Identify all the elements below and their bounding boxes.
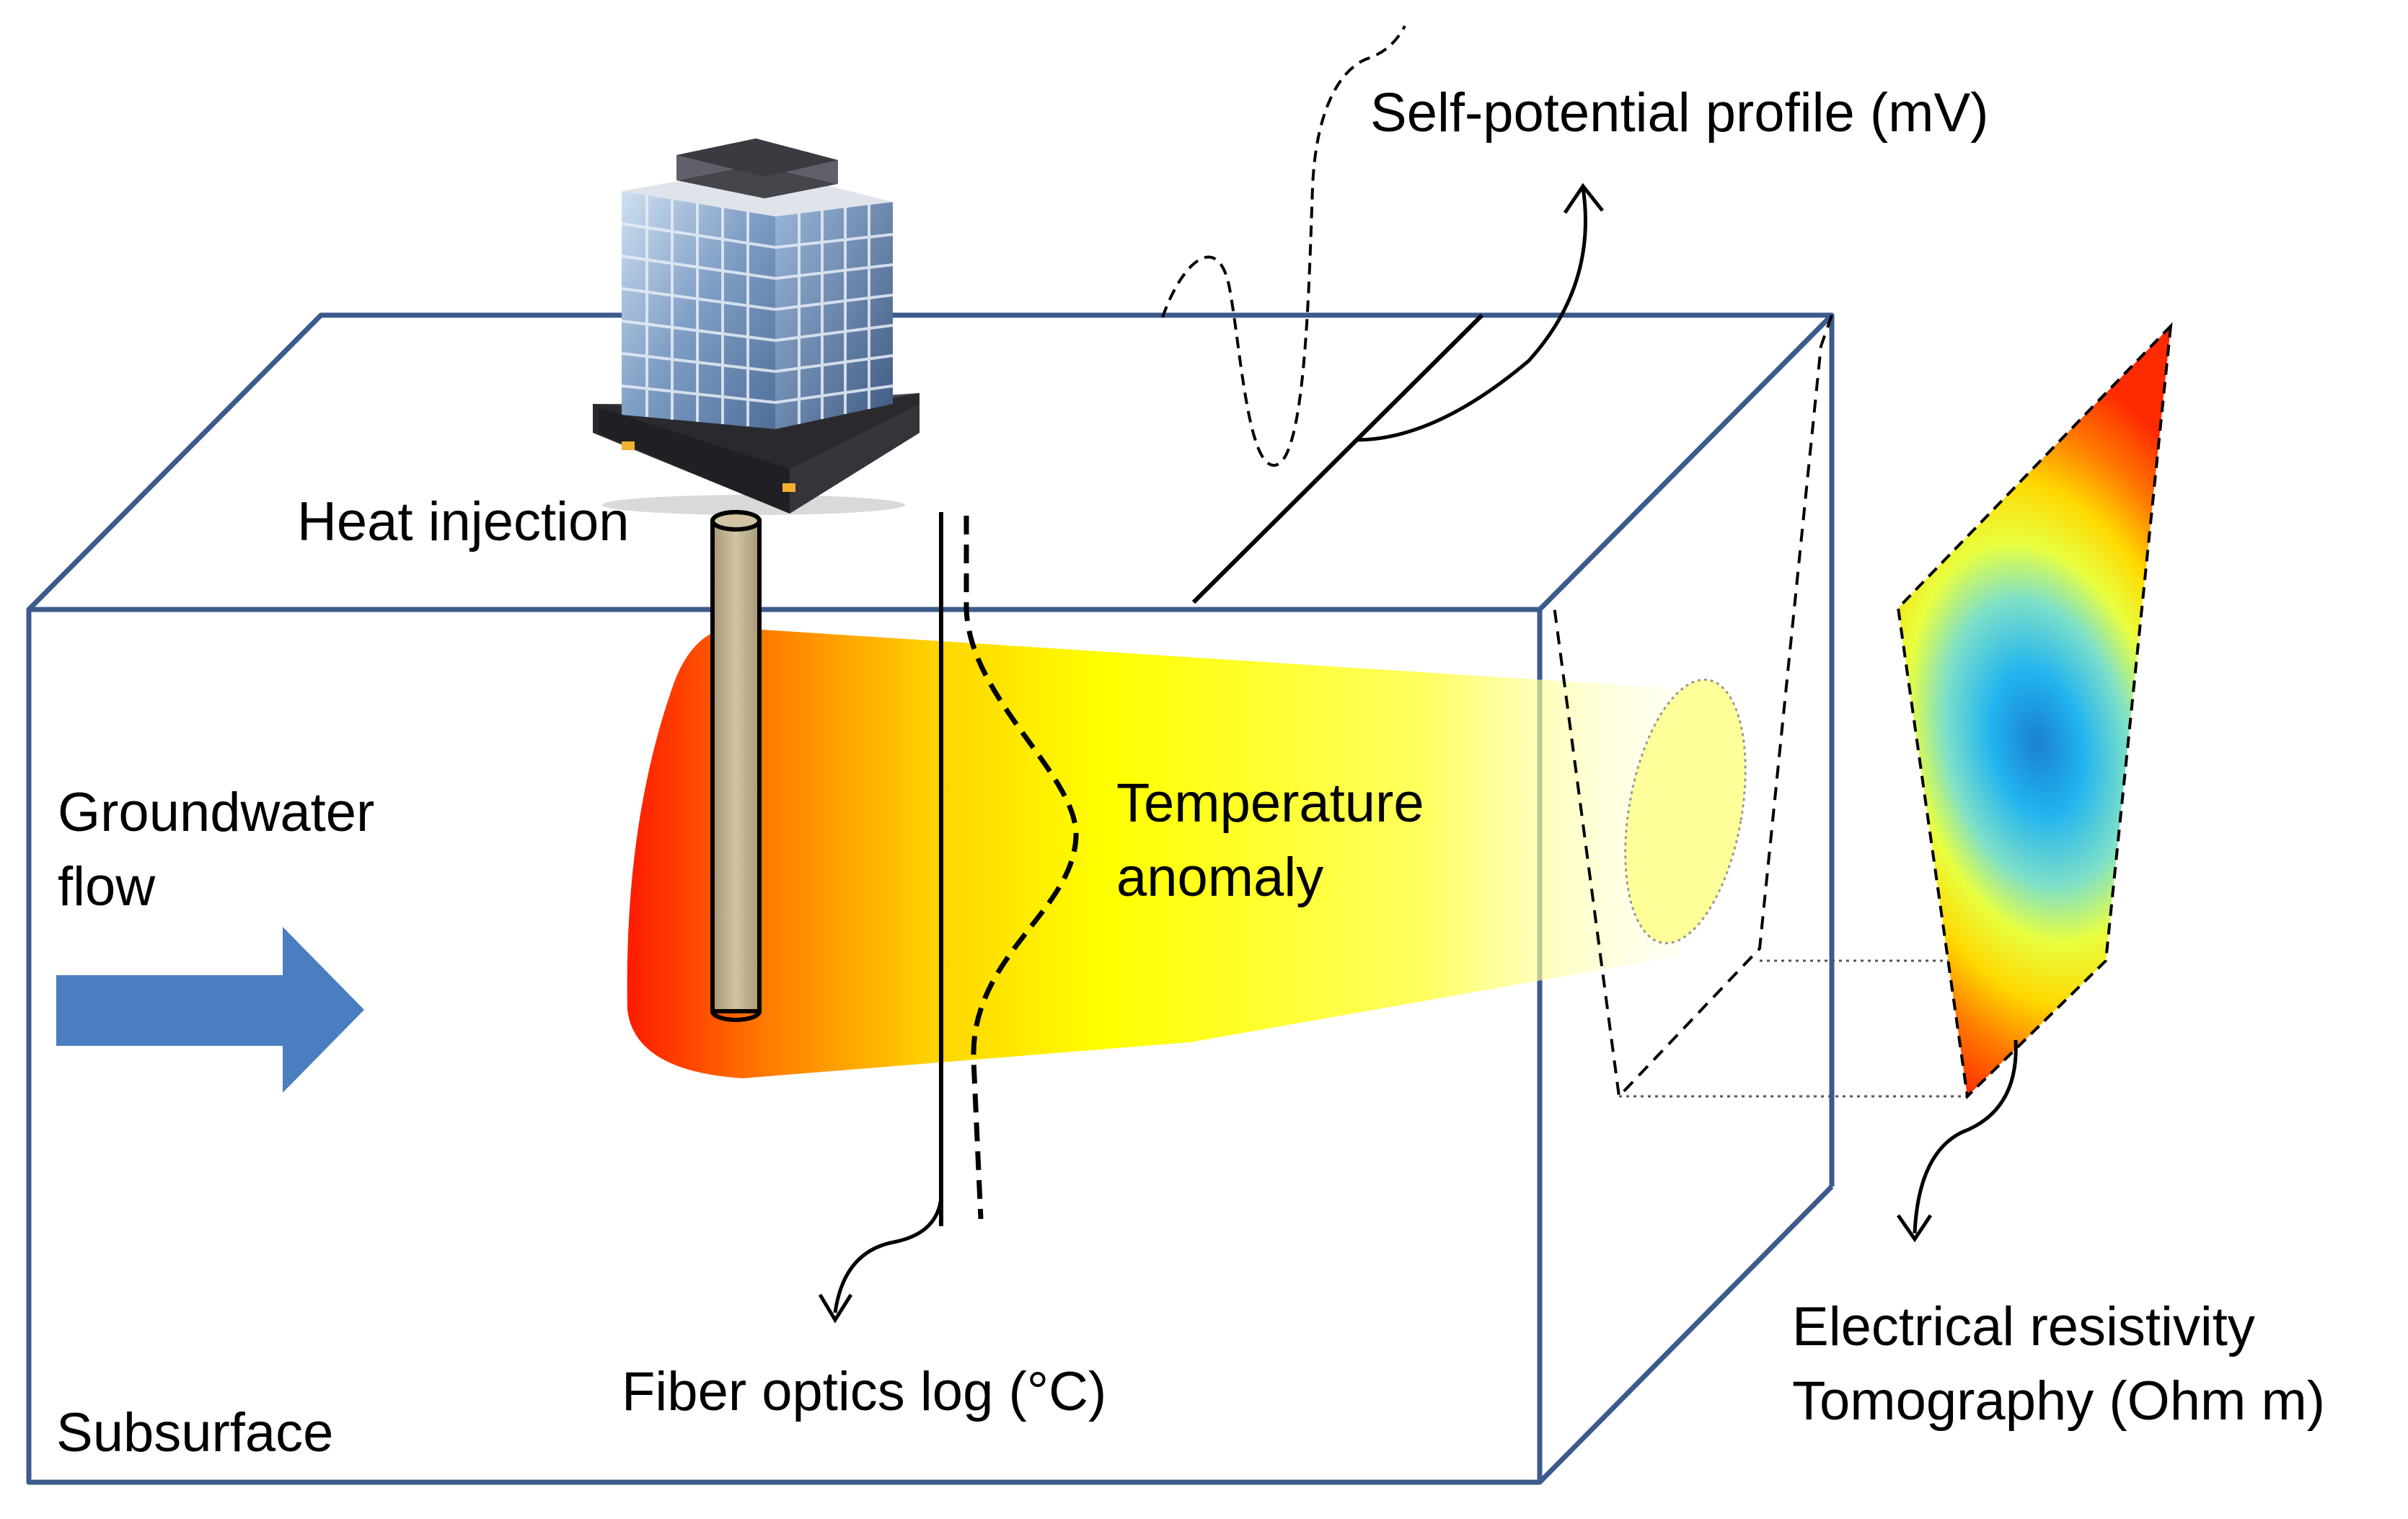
self-potential-text: Self-potential profile (mV) (1370, 82, 1989, 144)
box-bottom-right-edge (1538, 1184, 1834, 1484)
fiber-optics-arrowhead (818, 1293, 853, 1324)
ert-line-2: Tomography (Ohm m) (1792, 1370, 2326, 1432)
self-potential-curve (1161, 25, 1406, 467)
subsurface-label: Subsurface (56, 1396, 333, 1470)
fiber-optic-temperature-curve (963, 516, 1079, 1220)
fiber-optics-text: Fiber optics log (°C) (622, 1361, 1107, 1422)
groundwater-flow-line-1: Groundwater (58, 782, 375, 843)
heat-injection-text: Heat injection (297, 491, 630, 552)
heat-injection-label: Heat injection (297, 485, 630, 559)
temperature-anomaly-line-1: Temperature (1116, 772, 1424, 834)
groundwater-flow-line-2: flow (58, 856, 156, 918)
groundwater-flow-label: Groundwater flow (58, 775, 374, 925)
ert-panel (1896, 322, 2173, 1100)
fiber-optics-label: Fiber optics log (°C) (622, 1355, 1106, 1429)
fiber-optics-pointer (833, 1197, 943, 1313)
subsurface-text: Subsurface (56, 1402, 334, 1463)
temperature-anomaly-label: Temperature anomaly (1116, 766, 1424, 915)
ert-arrowhead (1896, 1214, 1933, 1243)
box-front-face (26, 607, 1543, 1485)
measurement-plane (1553, 314, 1833, 1100)
self-potential-arrowhead (1563, 182, 1604, 214)
office-building-icon (593, 138, 919, 515)
self-potential-line (1191, 313, 1484, 604)
ert-pointer (1913, 1039, 2018, 1234)
plume-cross-section (1624, 678, 1747, 945)
temperature-anomaly-line-2: anomaly (1116, 847, 1324, 909)
ert-line-1: Electrical resistivity (1792, 1296, 2255, 1357)
temperature-plume (627, 628, 1681, 1078)
self-potential-label: Self-potential profile (mV) (1370, 76, 1988, 150)
subsurface-box (26, 312, 1835, 1485)
arrow-right-icon (56, 927, 364, 1093)
self-potential-pointer (1355, 187, 1587, 442)
heat-injection-pipe (710, 510, 762, 1022)
ert-label: Electrical resistivity Tomography (Ohm m… (1792, 1290, 2325, 1439)
box-top-face (27, 312, 1835, 612)
